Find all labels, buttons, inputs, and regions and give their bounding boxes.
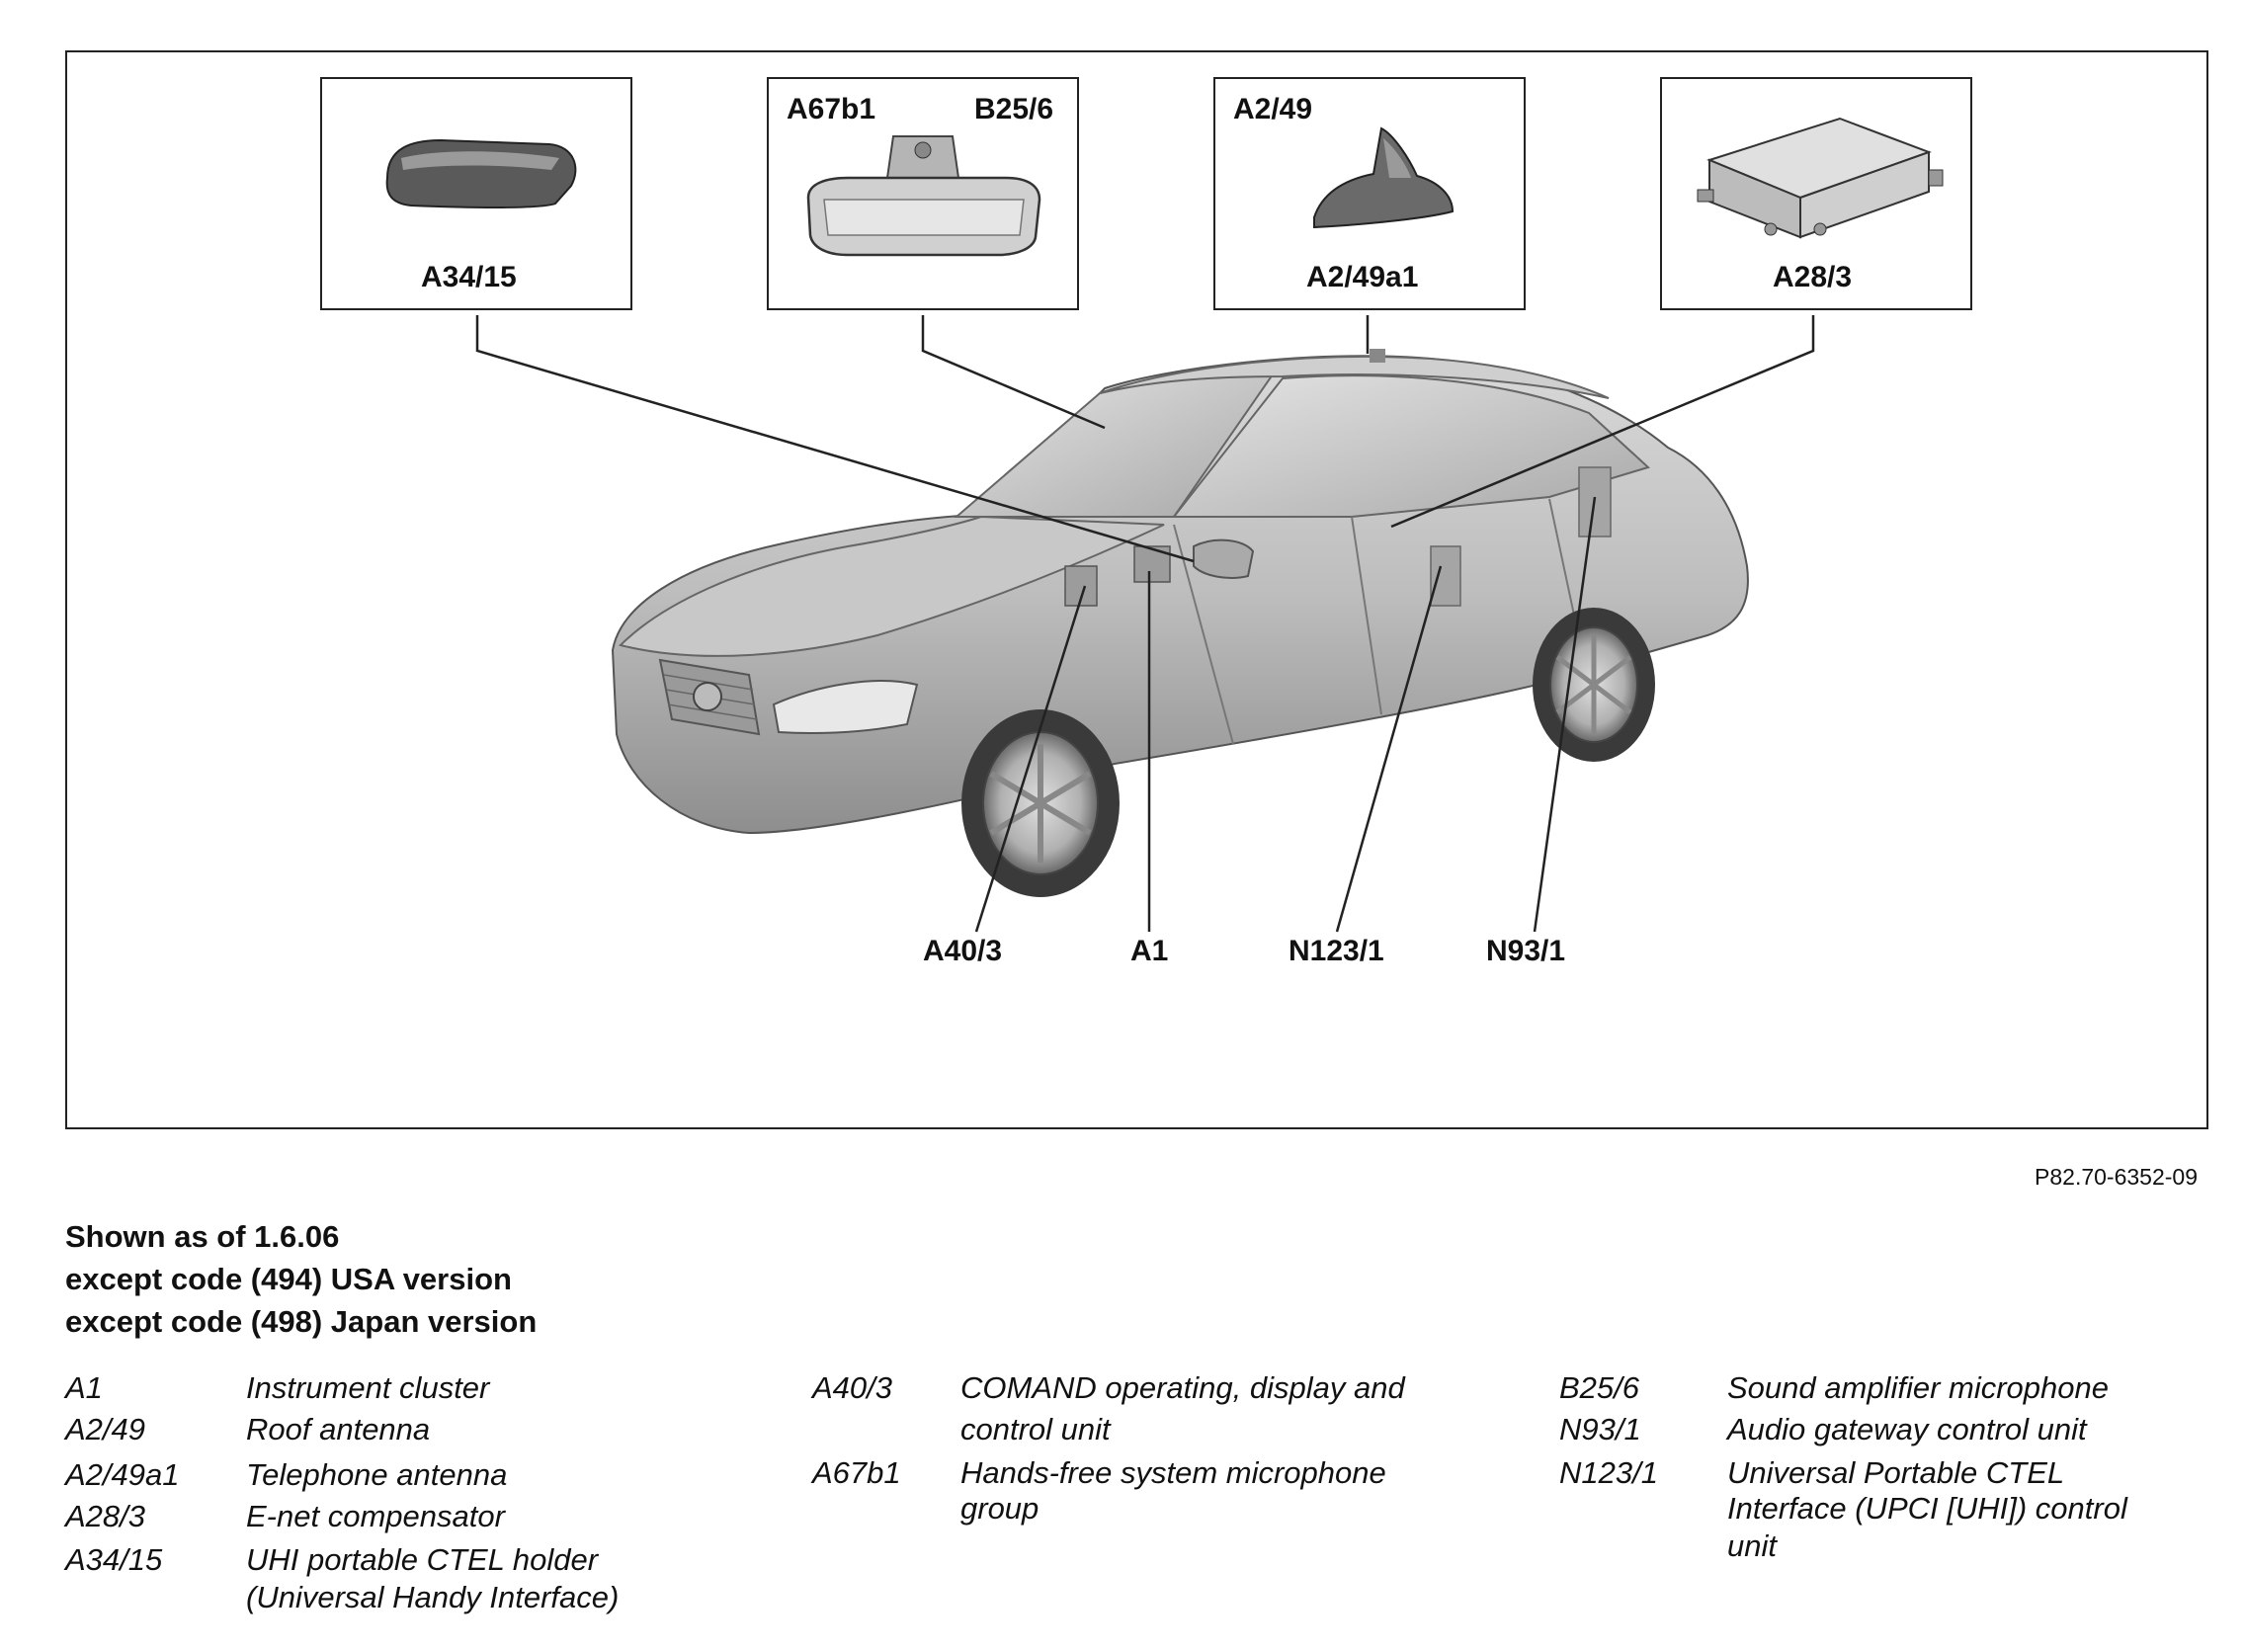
- legend-item: N93/1 Audio gateway control unit: [1559, 1411, 2087, 1448]
- label-a2-49: A2/49: [1233, 93, 1313, 125]
- label-b25-6: B25/6: [974, 93, 1054, 125]
- component-a2-49-roof: [1370, 349, 1385, 363]
- car-hood: [619, 515, 1165, 657]
- legend-code: A34/15: [65, 1542, 163, 1577]
- legend-code: A1: [65, 1370, 103, 1405]
- rearview-mirror-icon: [806, 135, 1041, 257]
- shark-fin-antenna-icon: [1313, 126, 1455, 229]
- legend-item: B25/6 Sound amplifier microphone: [1559, 1369, 2109, 1407]
- box-roof-antenna: A2/49 A2/49a1: [1213, 77, 1526, 310]
- legend-item: A2/49 Roof antenna: [65, 1411, 430, 1448]
- callout-n123-1: N123/1: [1289, 935, 1384, 967]
- legend-item: A34/15 UHI portable CTEL holder: [65, 1541, 598, 1579]
- legend-desc: Instrument cluster: [246, 1370, 490, 1405]
- legend-code: A2/49a1: [65, 1457, 180, 1492]
- legend-item: A1 Instrument cluster: [65, 1369, 489, 1407]
- legend-desc: Hands-free system microphone: [960, 1455, 1386, 1490]
- label-a34-15: A34/15: [421, 261, 517, 293]
- label-a67b1: A67b1: [787, 93, 876, 125]
- legend-desc: Sound amplifier microphone: [1727, 1370, 2109, 1405]
- car-illustration: [475, 315, 1815, 933]
- legend-item: N123/1 Universal Portable CTEL: [1559, 1454, 2064, 1492]
- legend-desc: UHI portable CTEL holder: [246, 1542, 599, 1577]
- note-line: Shown as of 1.6.06: [65, 1219, 340, 1254]
- legend-desc: Interface (UPCI [UHI]) control: [1727, 1491, 2127, 1526]
- box-a34-15: A34/15: [320, 77, 632, 310]
- leader-lines: [475, 315, 1815, 933]
- legend-desc: unit: [1727, 1528, 1777, 1563]
- legend-code: B25/6: [1559, 1370, 1640, 1405]
- component-n123-1: [1430, 545, 1461, 607]
- figure-reference: P82.70-6352-09: [2035, 1164, 2198, 1190]
- label-a2-49a1: A2/49a1: [1306, 261, 1419, 293]
- legend-item: A40/3 COMAND operating, display and: [812, 1369, 1405, 1407]
- car-side-mirror: [1193, 538, 1255, 579]
- legend-code: A40/3: [812, 1370, 893, 1405]
- note-line: except code (494) USA version: [65, 1262, 512, 1296]
- legend-code: A28/3: [65, 1499, 146, 1533]
- notes: Shown as of 1.6.06 except code (494) USA…: [65, 1215, 537, 1343]
- legend-item: A28/3 E-net compensator: [65, 1498, 505, 1535]
- legend-item: A2/49a1 Telephone antenna: [65, 1456, 507, 1494]
- box-mirror-microphones: A67b1 B25/6: [767, 77, 1079, 310]
- callout-a1: A1: [1130, 935, 1169, 967]
- note-line: except code (498) Japan version: [65, 1304, 538, 1339]
- legend-desc: COMAND operating, display and: [960, 1370, 1405, 1405]
- diagram-frame: A34/15 A67b1 B25/6 A2/49 A2/49a1: [65, 50, 2208, 1129]
- legend-desc: group: [960, 1491, 1039, 1526]
- legend-code: N93/1: [1559, 1412, 1641, 1446]
- callout-n93-1: N93/1: [1486, 935, 1566, 967]
- car-emblem: [693, 682, 722, 711]
- car-headlight: [772, 680, 919, 735]
- legend-item: A67b1 Hands-free system microphone: [812, 1454, 1386, 1492]
- enet-compensator-icon: [1697, 117, 1944, 239]
- box-a28-3: A28/3: [1660, 77, 1972, 310]
- uhi-holder-icon: [385, 138, 577, 208]
- legend-desc: control unit: [960, 1412, 1111, 1446]
- legend-code: A2/49: [65, 1412, 146, 1446]
- callout-a40-3: A40/3: [923, 935, 1003, 967]
- label-a28-3: A28/3: [1773, 261, 1853, 293]
- legend-code: N123/1: [1559, 1455, 1658, 1490]
- car-side-windows: [1171, 374, 1650, 518]
- legend-desc: Telephone antenna: [246, 1457, 508, 1492]
- legend-desc: (Universal Handy Interface): [246, 1580, 620, 1614]
- car-roof: [1099, 355, 1610, 399]
- legend-desc: Roof antenna: [246, 1412, 431, 1446]
- legend-code: A67b1: [812, 1455, 901, 1490]
- legend-desc: Audio gateway control unit: [1727, 1412, 2087, 1446]
- legend-desc: E-net compensator: [246, 1499, 505, 1533]
- legend-desc: Universal Portable CTEL: [1727, 1455, 2065, 1490]
